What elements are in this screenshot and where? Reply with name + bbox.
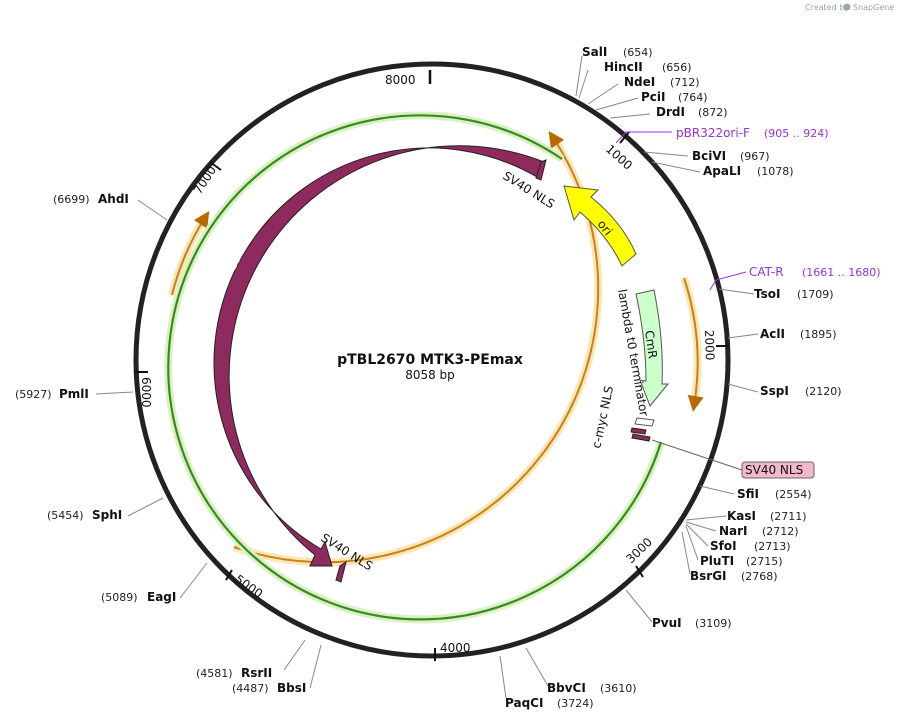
site-pos: (6699) [53,193,90,206]
site-name: SspI [760,384,789,398]
cas9-feature[interactable] [213,145,545,567]
site-name: TsoI [754,287,780,301]
site-name: PmlI [59,387,89,401]
site-name: RsrII [241,666,272,680]
site-name: PluTI [700,554,734,568]
tick-label: 2000 [702,330,717,361]
site-pos: (4581) [196,667,233,680]
c-myc-nls-feature[interactable] [630,427,647,435]
site-name: NarI [719,524,748,538]
site-name: AclI [760,327,785,341]
cmr-label: CmR [642,329,660,359]
site-pos: (3724) [557,697,594,710]
site-name: HincII [604,60,643,74]
site-pos: (2554) [775,488,812,501]
site-pos: (2713) [754,540,791,553]
site-pos: (656) [662,61,692,74]
site-pos: (5927) [15,388,52,401]
site-name: SfoI [710,539,737,553]
tick-label: 1000 [603,142,635,173]
site-pos: (2120) [805,385,842,398]
cmr-feature[interactable] [635,289,670,407]
credit-label: Created by [805,3,849,12]
backbone-ring [133,61,731,659]
primer-pos: (1661 .. 1680) [802,266,881,279]
sv40-nls-leader [651,439,743,471]
credit-brand: SnapGene [853,3,894,12]
sv40-nls-callout-box[interactable] [741,461,815,479]
site-name: BbvCI [547,681,586,695]
site-pos: (2768) [741,570,778,583]
snapgene-logo-icon [843,3,851,11]
site-name: SalI [582,45,607,59]
site-name: BsrGI [690,569,727,583]
site-name: BbsI [277,681,306,695]
tick-mark [619,131,630,144]
primer-pos: (905 .. 924) [764,127,829,140]
plasmid-name: pTBL2670 MTK3-PEmax [337,352,523,368]
site-pos: (872) [698,106,728,119]
site-pos: (1709) [797,288,834,301]
primer-name: CAT-R [749,265,784,279]
primer-pbr322ori-f[interactable]: pBR322ori-F (905 .. 924) [615,126,829,144]
site-name: DrdI [656,105,685,119]
sv40-nls-top[interactable] [535,159,547,181]
site-name: SfiI [737,487,759,501]
orf-arc-inner [171,210,210,296]
plasmid-size: 8058 bp [405,368,455,382]
site-pos: (2712) [762,525,799,538]
site-name: SphI [92,508,122,522]
site-name: EagI [147,590,176,604]
site-name: PaqCI [505,696,543,710]
restriction-sites: SalI (654) HincII (656) NdeI (712) PciI … [15,45,842,710]
tick-label: 8000 [385,73,416,87]
site-name: AhdI [98,192,129,206]
sv40-nls-top-label: SV40 NLS [500,169,557,212]
site-pos: (1078) [757,165,794,178]
site-pos: (4487) [232,682,269,695]
site-pos: (764) [678,91,708,104]
sv40-nls-bottom[interactable] [335,560,347,583]
site-pos: (712) [670,76,700,89]
orf-arc-outer [233,131,600,564]
site-pos: (2711) [770,510,807,523]
site-name: ApaLI [703,164,741,178]
sv40-nls-callout-label: SV40 NLS [745,463,803,477]
site-pos: (1895) [800,328,837,341]
site-pos: (3610) [600,682,637,695]
lambda-t0-terminator[interactable] [634,417,655,427]
site-pos: (3109) [695,617,732,630]
ori-feature[interactable] [563,185,637,267]
primer-name: pBR322ori-F [676,126,750,140]
site-pos: (2715) [746,555,783,568]
site-pos: (5454) [47,509,84,522]
primer-cat-r[interactable]: CAT-R (1661 .. 1680) [709,265,881,291]
site-name: NdeI [624,75,655,89]
orf-arc-highlight [168,213,210,296]
tick-label: 6000 [139,377,153,408]
tick-mark [209,161,222,171]
c-myc-nls-label: c-myc NLS [589,385,616,450]
orf-green-arc [167,114,663,621]
tick-label: 4000 [440,641,471,655]
tick-mark [225,569,233,581]
tick-mark [635,565,644,578]
site-leader-lines [95,55,759,699]
site-name: PciI [641,90,666,104]
site-name: KasI [727,509,756,523]
site-name: BciVI [692,149,726,163]
site-pos: (967) [740,150,770,163]
tick-label: 5000 [232,572,265,601]
site-name: PvuI [652,616,682,630]
orf-arc-right [683,277,704,412]
site-pos: (5089) [101,591,138,604]
sv40-nls-feature[interactable] [631,433,651,442]
site-pos: (654) [623,46,653,59]
